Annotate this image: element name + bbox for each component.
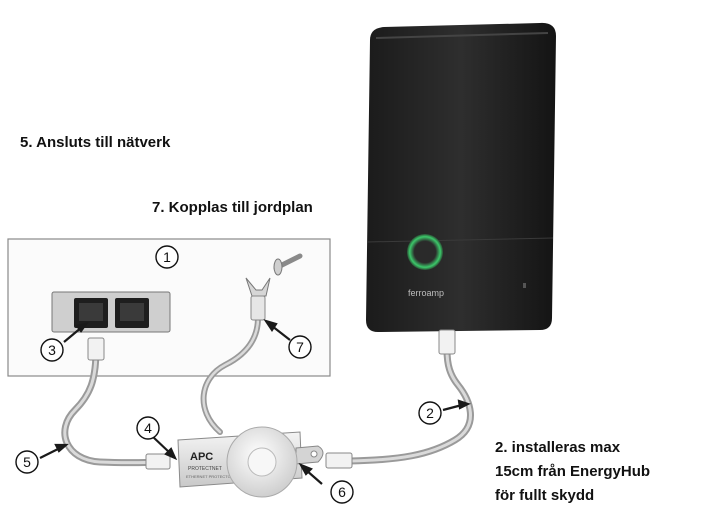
callout-6: 6 — [338, 484, 346, 500]
callout-arrows — [39, 319, 471, 485]
callout-1: 1 — [163, 249, 171, 265]
energyhub-brand: ferroamp — [408, 288, 444, 298]
rj45-switch-plug — [87, 337, 105, 361]
ethernet-port-2-contacts — [120, 303, 144, 321]
energyhub-side-port — [523, 283, 526, 288]
arrowhead-6 — [298, 462, 313, 476]
callout-5: 5 — [23, 454, 31, 470]
apc-brand: APC — [190, 451, 213, 463]
ethernet-port-1-contacts — [79, 303, 103, 321]
label-ground: 7. Kopplas till jordplan — [152, 199, 313, 216]
callout-5-circle — [15, 450, 39, 474]
apc-protector: APC PROTECTNET ETHERNET PROTECTOR — [177, 426, 324, 498]
label-install-line-1: 2. installeras max — [495, 439, 621, 456]
rj45-protector-in — [145, 453, 171, 470]
arrow-4 — [151, 435, 171, 454]
arrow-7 — [271, 325, 291, 341]
callout-1-circle — [155, 245, 179, 269]
callout-7-circle — [288, 335, 312, 359]
label-install-line-2: 15cm från EnergyHub — [495, 463, 651, 480]
callout-4: 4 — [144, 420, 152, 436]
label-network: 5. Ansluts till nätverk — [20, 134, 171, 151]
energyhub-led-center — [415, 242, 435, 262]
ground-lug — [245, 253, 303, 321]
rj45-energyhub-plug — [438, 329, 456, 355]
arrowhead-5 — [54, 443, 69, 453]
callout-6-circle — [330, 480, 354, 504]
energyhub-device: ferroamp — [366, 22, 556, 333]
apc-ground-tab — [295, 445, 324, 465]
arrowhead-3 — [75, 322, 89, 333]
cables — [61, 315, 474, 467]
callout-7: 7 — [296, 339, 304, 355]
rj45-connectors — [87, 329, 456, 470]
callout-3-circle — [40, 338, 64, 362]
callout-3: 3 — [48, 342, 56, 358]
arrowhead-7 — [263, 319, 278, 332]
arrow-5 — [39, 447, 61, 459]
arrowhead-4 — [164, 447, 178, 461]
arrowhead-2 — [457, 399, 471, 410]
apc-model: PROTECTNET — [188, 466, 222, 472]
callout-4-circle — [136, 416, 160, 440]
label-install-line-3: för fullt skydd — [495, 487, 595, 504]
label-install: 2. installeras max 15cm från EnergyHub f… — [495, 436, 650, 508]
callout-2: 2 — [426, 405, 434, 421]
apc-subtitle: ETHERNET PROTECTOR — [186, 474, 234, 479]
rj45-protector-out — [325, 452, 353, 469]
ethernet-port-housing — [51, 291, 171, 333]
callout-2-circle — [418, 401, 442, 425]
